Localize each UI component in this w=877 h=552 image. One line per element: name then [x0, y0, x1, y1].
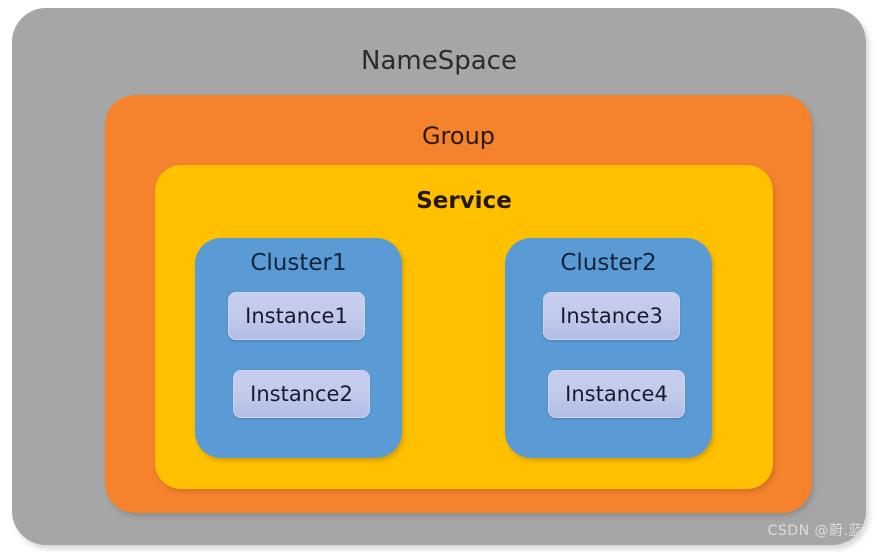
instance-box-2: Instance2	[233, 370, 370, 418]
instance-box-3: Instance3	[543, 292, 680, 340]
group-label: Group	[421, 122, 496, 150]
instance-box-4: Instance4	[548, 370, 685, 418]
watermark: CSDN @蔚.蓝	[767, 523, 863, 539]
cluster-container-1: Cluster1 Instance1 Instance2	[195, 238, 402, 458]
instance-label-2: Instance2	[250, 381, 353, 406]
cluster-label-2: Cluster2	[560, 250, 657, 276]
instance-label-4: Instance4	[565, 381, 668, 406]
namespace-label: NameSpace	[361, 46, 517, 76]
instance-box-1: Instance1	[228, 292, 365, 340]
cluster-container-2: Cluster2 Instance3 Instance4	[505, 238, 712, 458]
cluster-label-1: Cluster1	[250, 250, 347, 276]
service-label: Service	[416, 188, 512, 214]
instance-label-1: Instance1	[245, 303, 348, 328]
instance-label-3: Instance3	[560, 303, 663, 328]
